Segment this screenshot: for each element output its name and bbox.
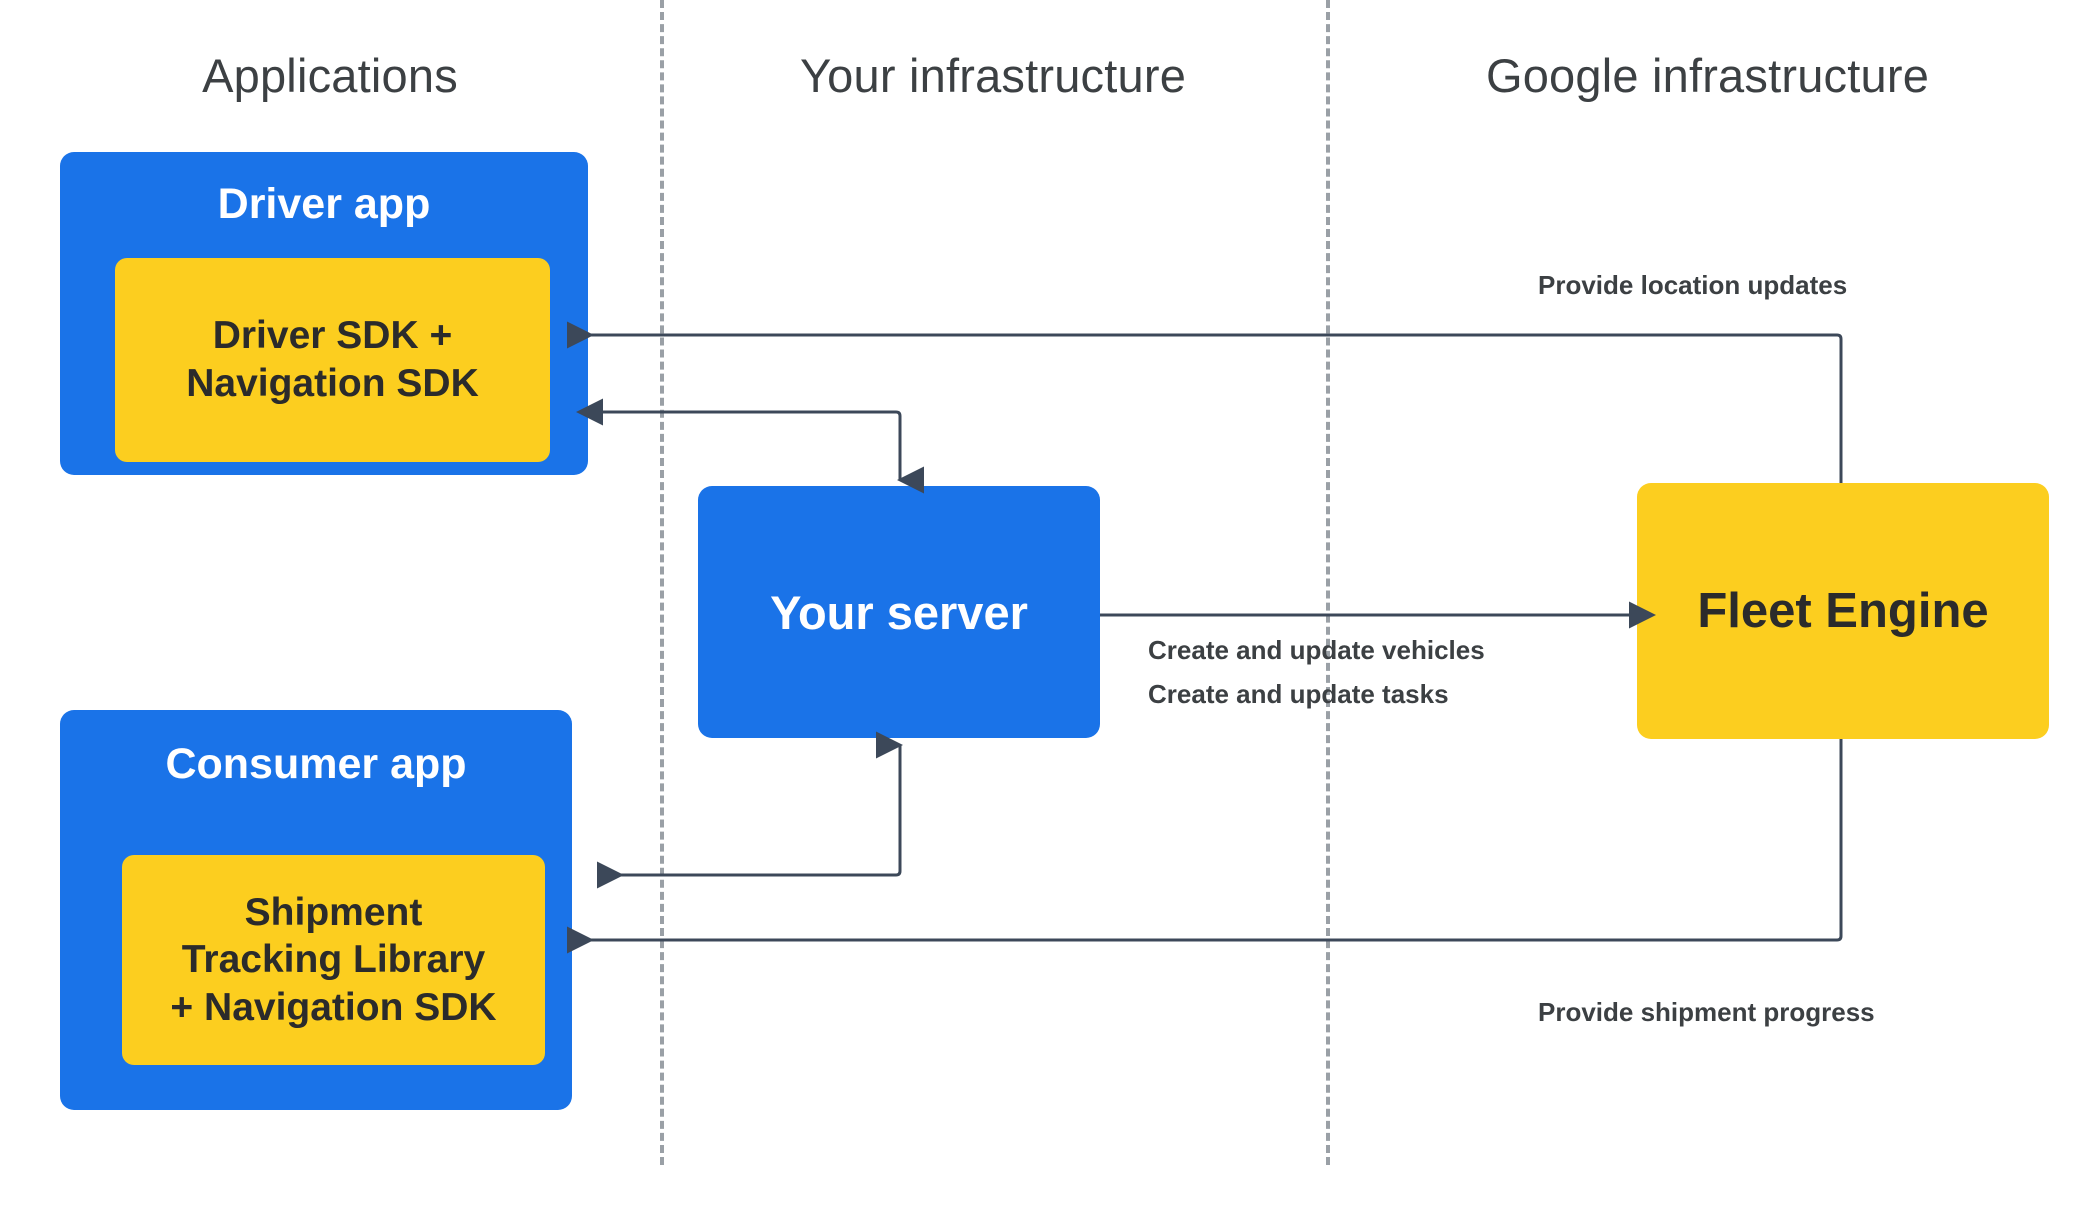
node-consumer-app-title: Consumer app [165,740,467,788]
node-driver-sdk-line1: Driver SDK + [212,314,453,358]
node-consumer-sdk-line1: Shipment [244,890,423,934]
node-driver-app[interactable]: Driver app Driver SDK + Navigation SDK [60,152,588,475]
node-driver-sdk-label: Driver SDK + Navigation SDK [186,312,479,407]
node-consumer-sdk-line3: + Navigation SDK [170,985,497,1029]
node-consumer-sdk-line2: Tracking Library [181,938,486,982]
swimlane-divider-left [660,0,664,1165]
node-driver-app-title: Driver app [217,180,431,228]
swimlane-divider-right [1326,0,1330,1165]
edge-driver-app-to-your-server [576,398,924,494]
node-driver-sdk-line2: Navigation SDK [186,362,479,405]
edge-label-provide-location-updates: Provide location updates [1538,270,1848,300]
edge-label-provide-shipment-progress: Provide shipment progress [1538,997,1875,1027]
node-your-server-title: Your server [770,585,1028,639]
column-header-google-infrastructure: Google infrastructure [1485,49,1930,102]
column-header-applications: Applications [202,49,458,102]
edge-label-create-and-update-tasks: Create and update tasks [1148,679,1449,709]
node-your-server[interactable]: Your server [698,486,1100,738]
node-consumer-sdk-label: Shipment Tracking Library + Navigation S… [170,889,496,1032]
edge-provide-shipment-progress [567,739,1843,954]
edge-label-create-and-update-vehicles: Create and update vehicles [1148,635,1485,665]
edge-provide-location-updates [567,321,1843,483]
node-consumer-app[interactable]: Consumer app Shipment Tracking Library +… [60,710,572,1110]
node-consumer-sdk[interactable]: Shipment Tracking Library + Navigation S… [122,855,545,1065]
node-driver-sdk[interactable]: Driver SDK + Navigation SDK [115,258,550,462]
column-header-your-infrastructure: Your infrastructure [799,49,1187,102]
node-fleet-engine-title: Fleet Engine [1697,584,1989,638]
node-fleet-engine[interactable]: Fleet Engine [1637,483,2049,739]
edge-your-server-to-consumer-app [597,731,903,889]
